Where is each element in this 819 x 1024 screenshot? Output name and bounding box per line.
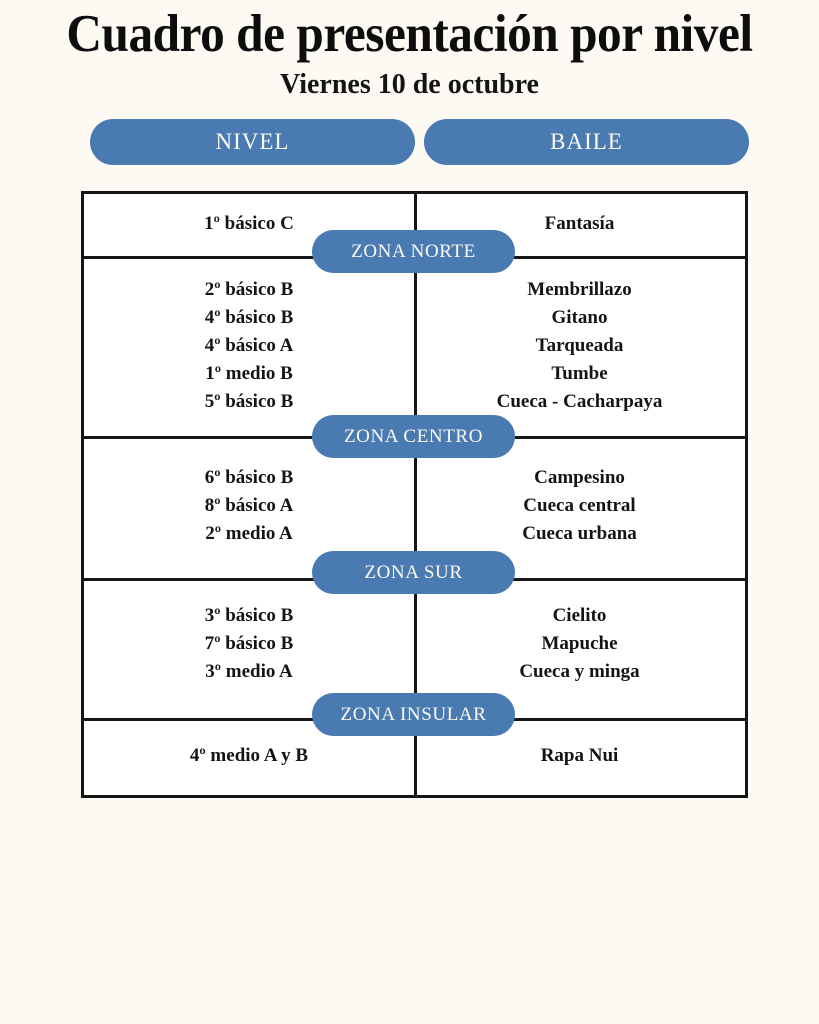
table-cell-text: 3º básico B — [204, 605, 294, 626]
table-cell-text: Membrillazo — [527, 279, 632, 300]
section-bailes-cell: Rapa Nui — [414, 742, 745, 770]
zone-badge-insular: ZONA INSULAR — [312, 693, 515, 736]
table-cell-text: Cielito — [552, 605, 607, 626]
table-cell-text: Tumbe — [551, 363, 608, 384]
table-cell-text: 4º medio A y B — [189, 745, 309, 766]
table-cell-text: 1º medio B — [205, 363, 293, 384]
zone-badge-centro: ZONA CENTRO — [312, 415, 515, 458]
page-subtitle-date: Viernes 10 de octubre — [280, 69, 539, 100]
table-cell-text: Tarqueada — [535, 335, 624, 356]
section-niveles-cell: 2º básico B 4º básico B 4º básico A 1º medi… — [84, 276, 414, 416]
table-cell-text: Gitano — [551, 307, 608, 328]
table-cell-text: 2º medio A — [205, 523, 293, 544]
table-cell-text: 5º básico B — [204, 391, 294, 412]
table-vertical-divider — [414, 194, 417, 795]
table-cell-text: Mapuche — [541, 633, 618, 654]
table-cell-text: Cueca central — [523, 495, 636, 516]
table-cell-text: Cueca y minga — [519, 661, 640, 682]
table-cell-text: Campesino — [534, 467, 625, 488]
table-section: 1º básico C Fantasía — [84, 210, 745, 238]
zone-badge-sur: ZONA SUR — [312, 551, 515, 594]
table-cell-text: 8º básico A — [204, 495, 294, 516]
table-section: 4º medio A y B Rapa Nui — [84, 742, 745, 770]
table-cell-text: Cueca - Cacharpaya — [496, 391, 663, 412]
table-cell-text: 6º básico B — [204, 467, 294, 488]
column-header-nivel: NIVEL — [90, 119, 415, 165]
section-niveles-cell: 6º básico B 8º básico A 2º medio A — [84, 464, 414, 548]
table-cell-text: 3º medio A — [205, 661, 293, 682]
zone-badge-norte: ZONA NORTE — [312, 230, 515, 273]
section-niveles-cell: 4º medio A y B — [84, 742, 414, 770]
table-cell-text: Fantasía — [544, 213, 615, 234]
section-bailes-cell: Fantasía — [414, 210, 745, 238]
table-cell-text: Rapa Nui — [540, 745, 619, 766]
section-niveles-cell: 3º básico B 7º básico B 3º medio A — [84, 602, 414, 686]
section-niveles-cell: 1º básico C — [84, 210, 414, 238]
table-cell-text: 4º básico B — [204, 307, 294, 328]
table-cell-text: 1º básico C — [204, 213, 294, 234]
table-section: 6º básico B 8º básico A 2º medio A Campesi… — [84, 464, 745, 548]
table-cell-text: 7º básico B — [204, 633, 294, 654]
table-section: 3º básico B 7º básico B 3º medio A Cielito… — [84, 602, 745, 686]
table-cell-text: Cueca urbana — [522, 523, 637, 544]
table-cell-text: 4º básico A — [204, 335, 294, 356]
page-title: Cuadro de presentación por nivel — [66, 5, 753, 63]
table-section: 2º básico B 4º básico B 4º básico A 1º medi… — [84, 276, 745, 416]
table-cell-text: 2º básico B — [204, 279, 294, 300]
column-header-baile: BAILE — [424, 119, 749, 165]
